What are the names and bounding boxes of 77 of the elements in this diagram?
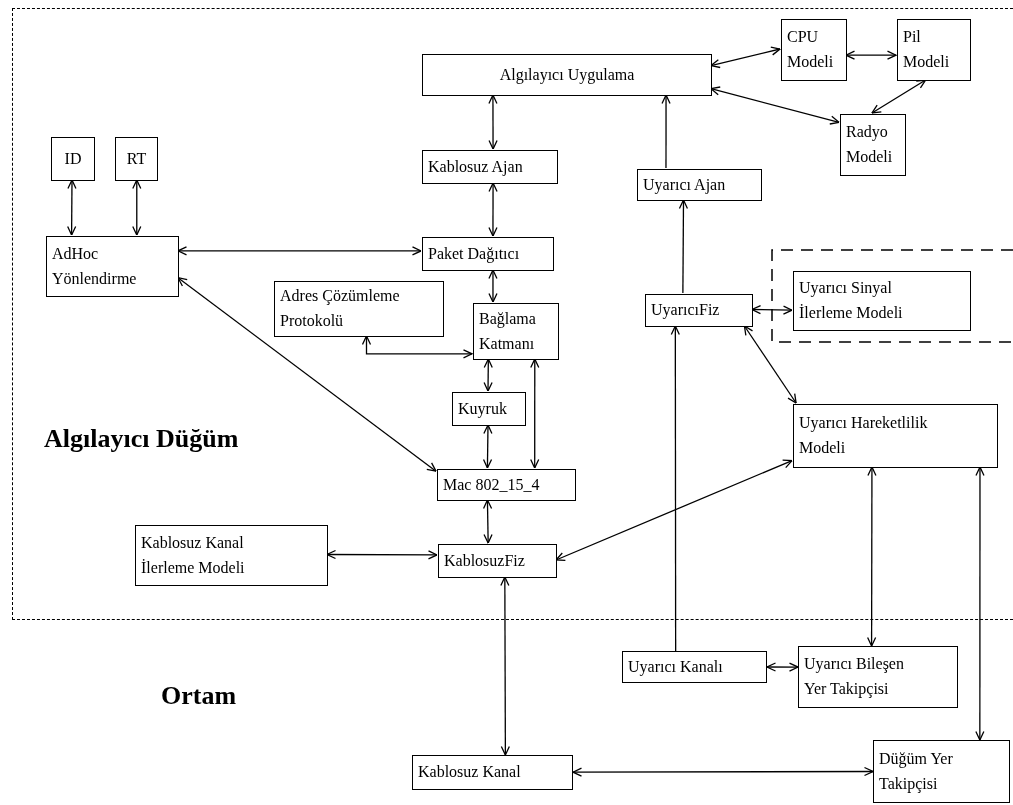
box-label: Pil Modeli [903,27,951,72]
box-label: Düğüm Yer Takipçisi [879,748,954,795]
double-arrow [482,499,493,544]
component-box [622,651,767,683]
box-label: UyarıcıFiz [651,300,720,321]
box-label: Radyo Modeli [846,122,894,167]
component-box [645,294,753,327]
component-box [840,114,906,176]
box-label: RT [126,148,147,169]
box-label: Bağlama Katmanı [479,308,537,354]
component-box [798,646,958,708]
component-box [452,392,526,426]
box-label: Algılayıcı Uygulama [499,64,635,86]
component-box [412,755,573,790]
box-label: Uyarıcı Ajan [643,174,726,196]
double-arrow [488,182,498,237]
box-label: AdHoc Yönlendirme [52,243,138,289]
double-arrow [766,662,799,672]
component-box [793,271,971,331]
double-arrow [871,79,927,114]
box-label: Uyarıcı Kanalı [628,656,723,678]
component-box [135,525,328,586]
double-arrow [483,358,493,392]
component-box [422,54,712,96]
double-arrow [751,305,793,315]
component-box [873,740,1010,803]
component-box [274,281,444,337]
box-label: Kuyruk [458,398,507,420]
box-label: Uyarıcı Sinyal İlerleme Modeli [799,278,904,323]
component-box [781,19,847,81]
component-box [46,236,179,297]
double-arrow [488,269,498,303]
box-label: Paket Dağıtıcı [428,243,520,265]
box-label: Adres Çözümleme Protokolü [280,286,401,331]
double-arrow [482,424,493,469]
region-title: Ortam [161,680,237,712]
double-arrow [361,335,473,359]
double-arrow [710,86,840,125]
box-label: Mac 802_15_4 [443,474,540,495]
box-label: ID [64,148,82,169]
double-arrow [132,179,142,236]
double-arrow [177,246,422,256]
component-box [793,404,998,468]
region-title: Algılayıcı Düğüm [44,423,239,455]
component-box [422,150,558,184]
arrow [670,325,680,652]
arrow [661,94,671,169]
arrow [678,199,689,294]
double-arrow [743,325,797,404]
component-box [637,169,762,201]
box-label: Kablosuz Kanal [418,762,521,783]
double-arrow [710,46,781,69]
box-label: Kablosuz Ajan [428,156,523,178]
component-box [437,469,576,501]
box-label: Kablosuz Kanal İlerleme Modeli [141,532,246,578]
component-box [51,137,95,181]
component-box [438,544,557,578]
double-arrow [500,576,510,756]
double-arrow [530,358,540,469]
component-box [422,237,554,271]
double-arrow [975,466,985,741]
box-label: Uyarıcı Hareketlilik Modeli [799,413,929,458]
double-arrow [555,459,793,562]
component-box [115,137,158,181]
double-arrow [488,94,498,150]
box-label: Uyarıcı Bileşen Yer Takipçisi [804,654,905,700]
double-arrow [845,50,897,60]
double-arrow [326,549,438,560]
box-label: CPU Modeli [787,27,835,72]
dashed-region [12,8,1013,620]
double-arrow [67,179,77,236]
double-arrow [572,766,874,777]
component-box [897,19,971,81]
component-box [473,303,559,360]
double-arrow [177,277,437,472]
double-arrow [866,466,877,647]
box-label: KablosuzFiz [444,550,525,571]
